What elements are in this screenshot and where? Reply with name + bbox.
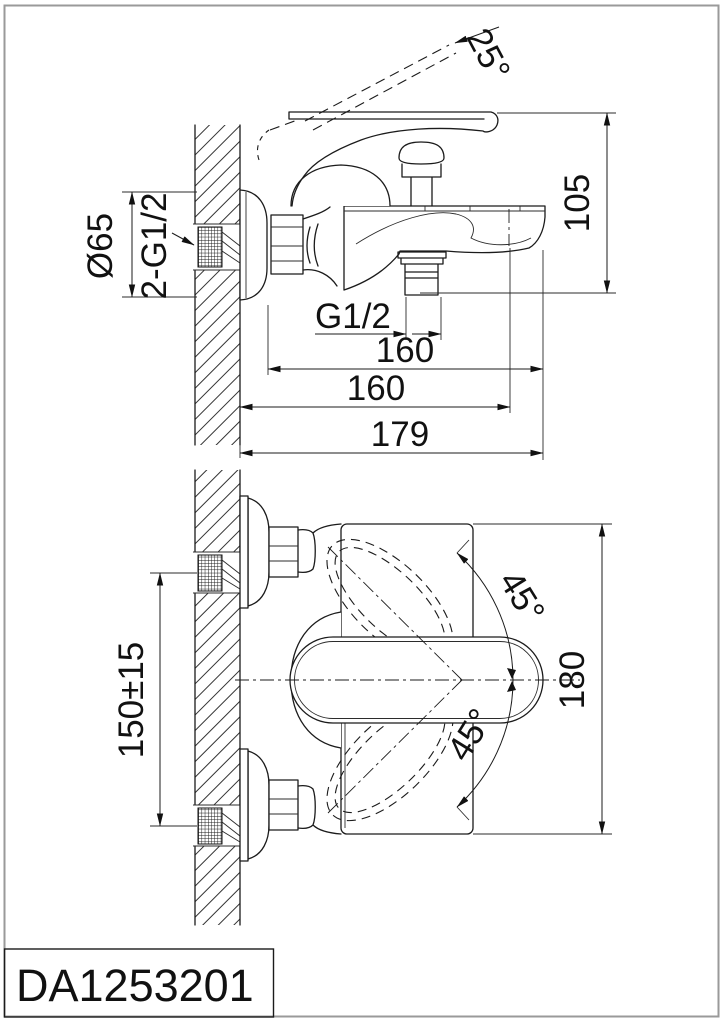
label-2-g12: 2-G1/2 <box>135 193 174 300</box>
wall-section-front <box>193 469 241 926</box>
side-view: 25° 105 Ø65 2-G1/2 G1/2 160 160 179 <box>81 22 616 460</box>
escutcheon-lower <box>247 750 270 860</box>
lever-handle-side <box>288 111 499 207</box>
adapter-lower <box>297 784 342 835</box>
dim-160-lower-label: 160 <box>347 369 405 408</box>
wall-section-side <box>193 124 241 446</box>
faucet-body-side <box>343 205 546 291</box>
eccentric-nipple-side <box>197 226 223 268</box>
front-view: 45° 45° 180 150±15 <box>112 469 612 926</box>
cartridge-dome-side <box>290 164 391 207</box>
dimensions-side: 25° 105 Ø65 2-G1/2 G1/2 160 160 179 <box>81 22 616 460</box>
label-g12-outlet: G1/2 <box>315 297 391 336</box>
dim-45deg-upper-label: 45° <box>491 564 552 630</box>
union-nut-upper <box>268 526 299 578</box>
adapter-upper <box>297 523 342 574</box>
dim-105-label: 105 <box>558 174 597 232</box>
dim-25deg-label: 25° <box>459 22 518 87</box>
sheet-border <box>3 4 720 1018</box>
part-number: DA1253201 <box>16 960 254 1011</box>
dim-160-upper-label: 160 <box>376 331 434 370</box>
handle-raised-phantom <box>269 44 457 131</box>
union-nut-lower <box>268 779 299 831</box>
union-connector-side <box>302 206 338 287</box>
diverter-knob <box>398 141 445 207</box>
dim-179-label: 179 <box>371 415 429 454</box>
dim-dia65-label: Ø65 <box>81 213 120 279</box>
escutcheon-upper <box>247 497 270 607</box>
eccentric-nipple-upper <box>197 554 223 592</box>
title-block: DA1253201 <box>3 948 275 1018</box>
dim-180-label: 180 <box>553 651 592 709</box>
union-nut-side <box>270 214 304 275</box>
shower-outlet-pipe <box>397 251 447 296</box>
dim-150-label: 150±15 <box>112 642 151 759</box>
eccentric-nipple-lower <box>197 807 223 845</box>
handle-axis-centerlines <box>235 546 580 814</box>
escutcheon-side <box>239 189 268 301</box>
